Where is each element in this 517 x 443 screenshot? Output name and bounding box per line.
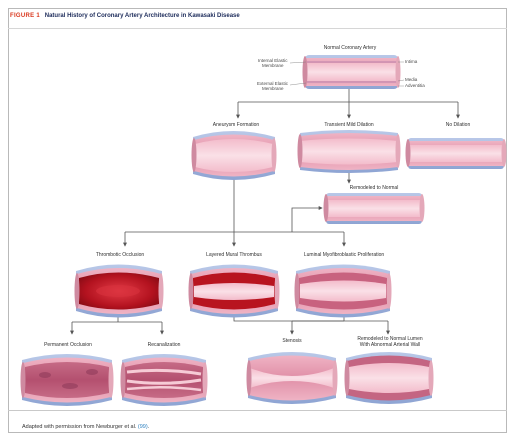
figure-title: Natural History of Coronary Artery Archi… [44, 13, 240, 19]
figure-header: FIGURE 1 Natural History of Coronary Art… [10, 13, 240, 19]
artery-remodeled-normal [323, 193, 425, 224]
label-external-elastic-line1: External Elastic [257, 81, 289, 86]
label-internal-elastic-line2: Membrane [262, 63, 284, 68]
artery-remodeled-abnormal [344, 352, 434, 404]
footer-reference-link[interactable]: (99) [137, 424, 148, 430]
artery-normal [302, 55, 401, 89]
header-divider [8, 28, 507, 29]
label-permanent: Permanent Occlusion [44, 342, 92, 348]
artery-no-dilation [405, 138, 507, 169]
label-remodeled-abnormal-line1: Remodeled to Normal Lumen [357, 336, 423, 342]
artery-luminal-proliferation [294, 264, 392, 318]
label-thrombotic: Thrombotic Occlusion [95, 252, 145, 258]
figure-number: FIGURE 1 [10, 13, 41, 19]
layer-leaders [289, 61, 405, 87]
label-layered: Layered Mural Thrombus [206, 252, 262, 258]
arrow-mid-to-remodeled [291, 206, 323, 232]
artery-layered-thrombus [188, 264, 280, 318]
artery-aneurysm [191, 131, 277, 180]
label-external-elastic-line2: Membrane [262, 86, 284, 91]
label-remodeled-abnormal-line2: With Abnormal Arterial Wall [359, 342, 421, 348]
label-transient: Transient Mild Dilation [324, 122, 374, 128]
artery-stenosis [246, 352, 338, 404]
label-luminal: Luminal Myofibroblastic Proliferation [303, 252, 385, 258]
label-media: Media [405, 77, 418, 82]
label-normal-artery: Normal Coronary Artery [323, 45, 377, 51]
footer-period: . [147, 424, 150, 430]
label-intima: Intima [405, 59, 418, 64]
footer-divider [8, 410, 507, 411]
footer-text: Adapted with permission from Newburger e… [22, 424, 137, 430]
label-adventitia: Adventitia [405, 83, 425, 88]
label-stenosis: Stenosis [282, 338, 302, 344]
artery-permanent-occlusion [20, 354, 114, 406]
label-no-dilation: No Dilation [445, 122, 471, 128]
label-recanalization: Recanalization [147, 342, 181, 348]
label-internal-elastic-line1: Internal Elastic [258, 58, 288, 63]
artery-transient-dilation [297, 130, 401, 173]
label-remodeled-normal: Remodeled to Normal [349, 185, 399, 191]
artery-thrombotic-occlusion [74, 264, 164, 318]
label-aneurysm: Aneurysm Formation [212, 122, 260, 128]
artery-recanalization [120, 354, 208, 406]
figure-footer: Adapted with permission from Newburger e… [22, 424, 149, 430]
